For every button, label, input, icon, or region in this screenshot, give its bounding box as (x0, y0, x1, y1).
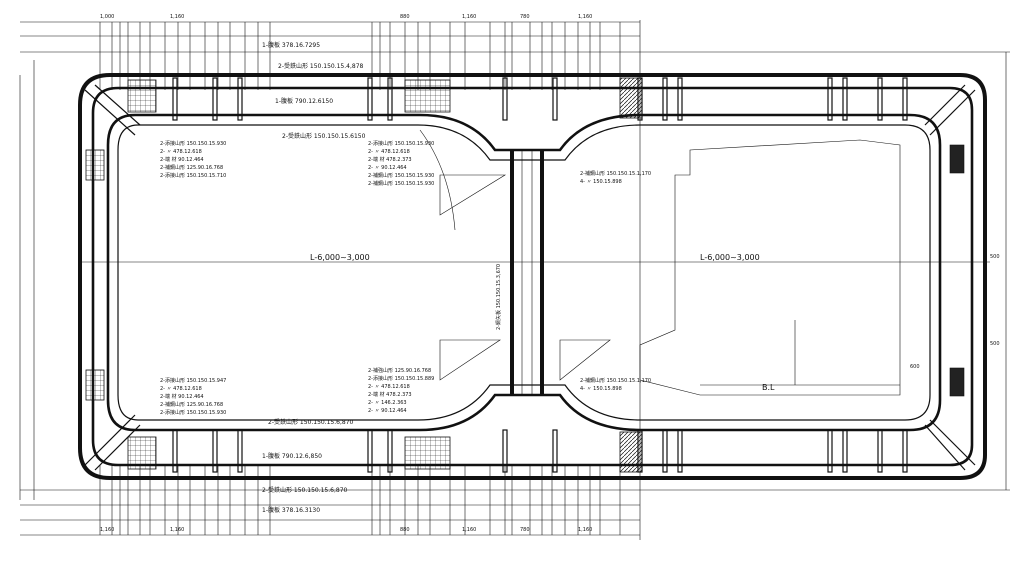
note-group-3: 2-補鋼山形 150.150.15.1,170 4- 〃 150.15.898 (580, 170, 651, 185)
svg-text:2-添接山形 150.150.15.947: 2-添接山形 150.150.15.947 (160, 377, 226, 384)
svg-text:1,160: 1,160 (578, 527, 592, 533)
connection-panels (85, 77, 965, 473)
note-group-1: 2-添接山形 150.150.15.930 2- 〃 478.12.618 2-… (160, 140, 226, 179)
svg-text:2- 〃 146.2.363: 2- 〃 146.2.363 (368, 400, 407, 406)
svg-text:2- 〃 478.12.618: 2- 〃 478.12.618 (368, 149, 410, 155)
svg-text:4- 〃 150.15.898: 4- 〃 150.15.898 (580, 386, 622, 392)
svg-text:2-補強山形 125.90.16.768: 2-補強山形 125.90.16.768 (368, 367, 431, 374)
svg-text:2-補鋼山形 125.90.16.768: 2-補鋼山形 125.90.16.768 (160, 401, 223, 408)
svg-text:2- 〃 478.12.618: 2- 〃 478.12.618 (160, 149, 202, 155)
bl-label: B.L (762, 383, 775, 392)
svg-text:2-補鋼山形 150.150.15.1,170: 2-補鋼山形 150.150.15.1,170 (580, 170, 651, 177)
center-strut (510, 150, 544, 395)
svg-text:780: 780 (520, 14, 530, 20)
svg-text:1,160: 1,160 (100, 527, 114, 533)
svg-text:2-補鋼山形 150.150.15.1,170: 2-補鋼山形 150.150.15.1,170 (580, 377, 651, 384)
top-dimensions: 1,000 1,160 880 1,160 780 1,160 (100, 14, 592, 20)
svg-text:600: 600 (910, 364, 920, 370)
svg-text:2-補鋼山形 150.150.15.930: 2-補鋼山形 150.150.15.930 (368, 172, 434, 179)
svg-text:2-端 材 478.2.373: 2-端 材 478.2.373 (368, 391, 412, 398)
posts (172, 77, 908, 473)
svg-text:2- 〃 90.12.464: 2- 〃 90.12.464 (368, 408, 407, 414)
svg-text:1,160: 1,160 (462, 14, 476, 20)
span-label-left: L-6,000~3,000 (310, 253, 370, 262)
corner-braces (84, 84, 976, 471)
svg-text:2-補鋼山形 125.90.16.768: 2-補鋼山形 125.90.16.768 (160, 164, 223, 171)
svg-text:2- 〃 90.12.464: 2- 〃 90.12.464 (368, 165, 407, 171)
member-10: 2-受鉄山形 150.150.15.6,870 (262, 486, 348, 494)
svg-text:2-添接山形 150.150.15.930: 2-添接山形 150.150.15.930 (368, 140, 434, 147)
excavation-outline (639, 139, 901, 396)
frame-ring (78, 73, 987, 480)
annotations: L-6,000~3,000 L-6,000~3,000 B.L 1-腹板 378… (100, 14, 1000, 533)
svg-text:1,160: 1,160 (170, 14, 184, 20)
svg-text:1,000: 1,000 (100, 14, 114, 20)
svg-text:2-添接山形 150.150.15.930: 2-添接山形 150.150.15.930 (160, 409, 226, 416)
member-9: 1-腹板 790.12.6,850 (262, 452, 322, 460)
note-group-4: 2-添接山形 150.150.15.947 2- 〃 478.12.618 2-… (160, 377, 226, 416)
svg-text:2-端 材 90.12.464: 2-端 材 90.12.464 (160, 156, 204, 163)
note-group-5: 2-補強山形 125.90.16.768 2-添接山形 150.150.15.8… (368, 367, 434, 414)
svg-text:2-端 材 478.2.373: 2-端 材 478.2.373 (368, 156, 412, 163)
svg-text:1,160: 1,160 (170, 527, 184, 533)
svg-text:500: 500 (990, 254, 1000, 260)
strut-note: 2-鋼矢板 150.150.15.3,670 (495, 264, 502, 330)
svg-text:2- 〃 478.12.618: 2- 〃 478.12.618 (160, 386, 202, 392)
svg-text:500: 500 (990, 341, 1000, 347)
right-dimensions: 500 500 600 (910, 254, 1000, 370)
svg-text:2-添接山形 150.150.15.889: 2-添接山形 150.150.15.889 (368, 375, 434, 382)
svg-text:2-添接山形 150.150.15.710: 2-添接山形 150.150.15.710 (160, 172, 226, 179)
svg-text:880: 880 (400, 14, 410, 20)
svg-text:780: 780 (520, 527, 530, 533)
construction-lines (99, 22, 621, 535)
bottom-dimensions: 1,160 1,160 880 1,160 780 1,160 (100, 527, 592, 533)
svg-text:880: 880 (400, 527, 410, 533)
note-group-6: 2-補鋼山形 150.150.15.1,170 4- 〃 150.15.898 (580, 377, 651, 392)
svg-text:2-端 材 90.12.464: 2-端 材 90.12.464 (160, 393, 204, 400)
member-8: 2-受鉄山形 150.150.15.6,870 (268, 418, 354, 426)
svg-text:2-添接山形 150.150.15.930: 2-添接山形 150.150.15.930 (160, 140, 226, 147)
reference-lines (19, 20, 1010, 540)
svg-text:1,160: 1,160 (578, 14, 592, 20)
member-4: 1-腹板 378.16.7295 (262, 41, 320, 49)
bracing-triangles (419, 129, 611, 381)
member-6: 1-腹板 790.12.6150 (275, 97, 333, 105)
svg-text:2-補鋼山形 150.150.15.930: 2-補鋼山形 150.150.15.930 (368, 180, 434, 187)
member-7: 2-受鉄山形 150.150.15.6150 (282, 132, 366, 140)
span-label-right: L-6,000~3,000 (700, 253, 760, 262)
member-11: 1-腹板 378.16.3130 (262, 506, 320, 514)
svg-text:4- 〃 150.15.898: 4- 〃 150.15.898 (580, 179, 622, 185)
svg-text:1,160: 1,160 (462, 527, 476, 533)
member-5: 2-受鉄山形 150.150.15.4,878 (278, 62, 364, 70)
svg-text:2- 〃 478.12.618: 2- 〃 478.12.618 (368, 384, 410, 390)
note-group-2: 2-添接山形 150.150.15.930 2- 〃 478.12.618 2-… (368, 140, 434, 187)
